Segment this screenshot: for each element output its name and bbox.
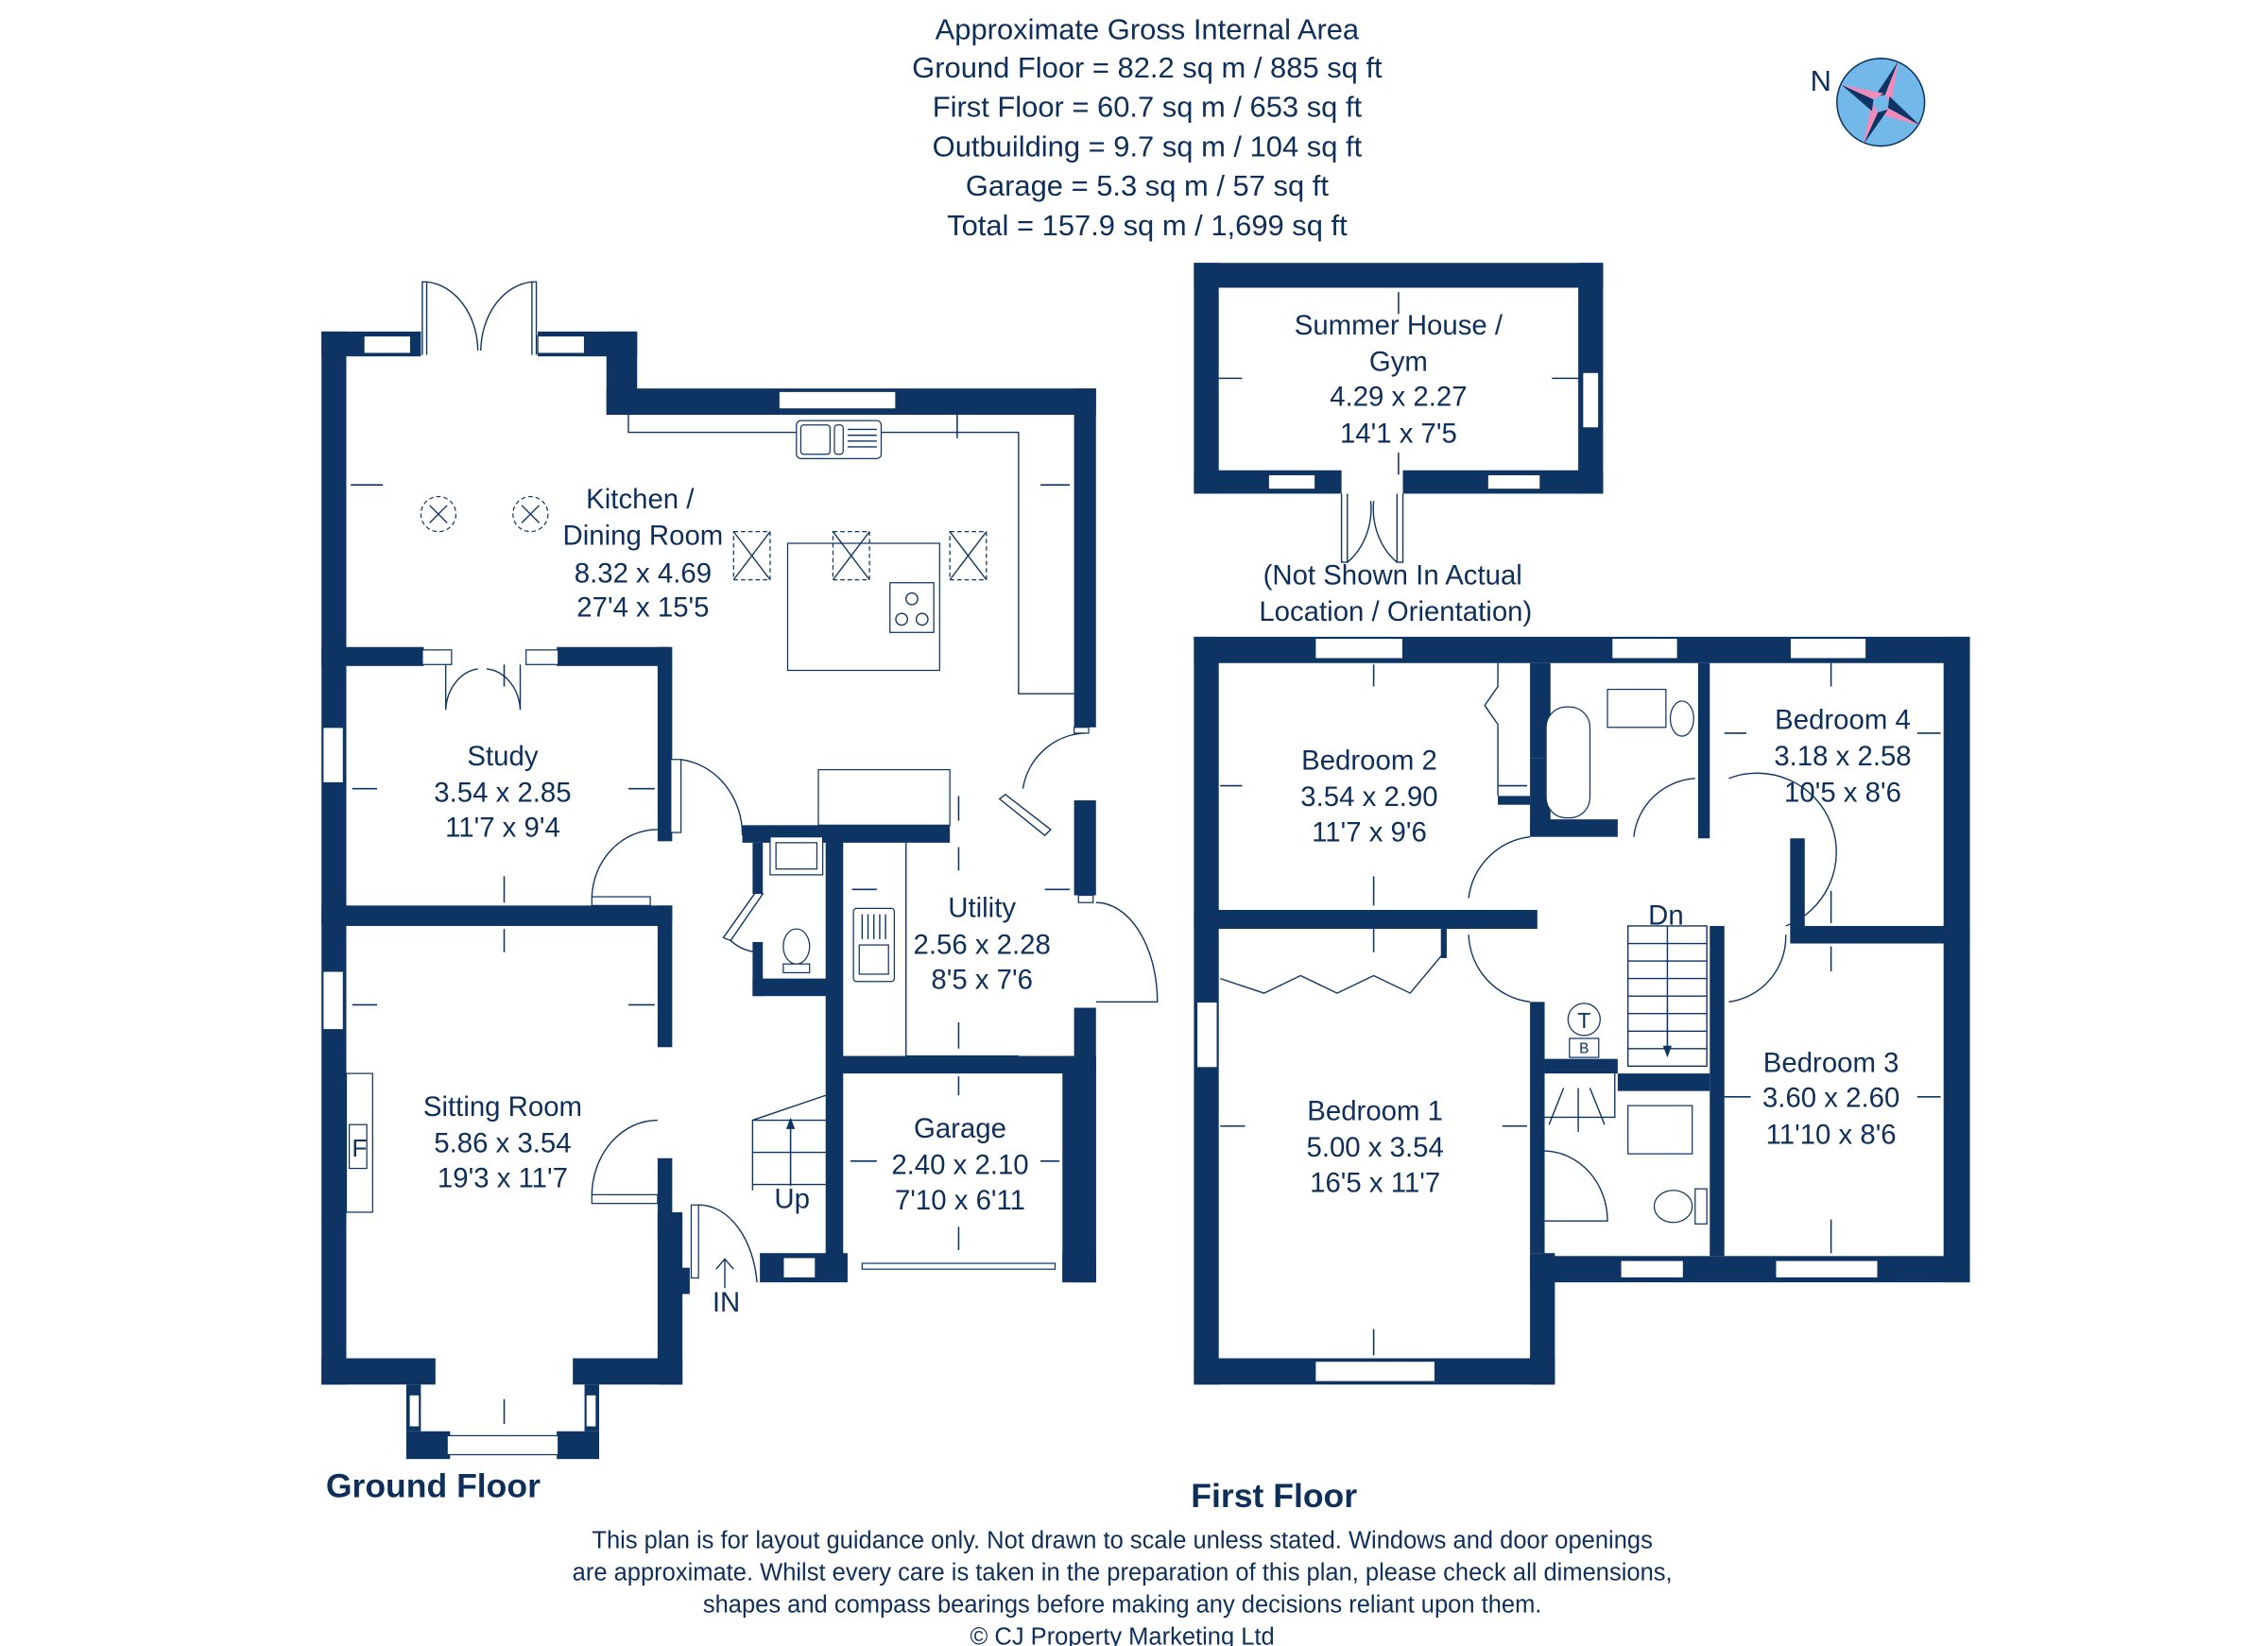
disclaimer-line2: are approximate. Whilst every care is ta… [573,1559,1673,1586]
study-name: Study [467,741,538,772]
sitting-room-name: Sitting Room [423,1091,582,1123]
ceiling-light-icon [420,495,988,581]
bedroom3-name: Bedroom 3 [1763,1048,1899,1079]
bedroom2-imperial: 11'7 x 9'6 [1312,816,1427,848]
compass-rose-icon [1836,58,1926,147]
dimension-arrows [1220,662,1941,1356]
utility-imperial: 8'5 x 7'6 [931,964,1033,995]
boiler-label: B [1579,1040,1589,1056]
bedroom1-metric: 5.00 x 3.54 [1306,1132,1443,1163]
kitchen-name-line1: Kitchen / [586,484,695,515]
outbuilding-name-line1: Summer House / [1295,310,1503,341]
fireplace-label: F [352,1134,367,1162]
utility-metric: 2.56 x 2.28 [914,929,1051,960]
outbuilding-imperial: 14'1 x 7'5 [1340,418,1457,449]
sitting-room-metric: 5.86 x 3.54 [434,1128,571,1159]
kitchen-name-line2: Dining Room [563,521,724,552]
study-metric: 3.54 x 2.85 [434,778,571,809]
garage-metric: 2.40 x 2.10 [891,1150,1028,1181]
stairs-down-label: Dn [1648,900,1684,931]
kitchen-imperial: 27'4 x 15'5 [576,592,709,623]
dimension-arrows [351,411,1070,1425]
area-first-floor: First Floor = 60.7 sq m / 653 sq ft [933,91,1363,124]
garage-imperial: 7'10 x 6'11 [895,1185,1025,1216]
outbuilding-metric: 4.29 x 2.27 [1330,382,1467,413]
tank-label: T [1577,1008,1590,1033]
utility-name: Utility [948,893,1016,924]
ground-floor-title: Ground Floor [326,1466,541,1504]
area-summary: Approximate Gross Internal Area Ground F… [912,13,1383,242]
area-summary-title: Approximate Gross Internal Area [936,13,1360,46]
bedroom1-imperial: 16'5 x 11'7 [1310,1167,1440,1198]
bedroom2-name: Bedroom 2 [1301,746,1437,777]
copyright: © CJ Property Marketing Ltd [971,1623,1275,1646]
sitting-room-imperial: 19'3 x 11'7 [438,1163,568,1194]
disclaimer: This plan is for layout guidance only. N… [573,1527,1673,1646]
entrance-label: IN [713,1287,740,1318]
study-imperial: 11'7 x 9'4 [445,813,560,844]
bedroom3-metric: 3.60 x 2.60 [1762,1083,1899,1114]
garage-name: Garage [914,1113,1006,1144]
outbuilding-plan: Summer House / Gym 4.29 x 2.27 14'1 x 7'… [1194,263,1604,627]
bedroom4-name: Bedroom 4 [1775,704,1911,735]
disclaimer-line3: shapes and compass bearings before makin… [703,1591,1542,1618]
first-floor-plan: Bedroom 2 3.54 x 2.90 11'7 x 9'6 Bedroom… [1191,636,1970,1515]
outbuilding-name-line2: Gym [1369,347,1428,378]
kitchen-metric: 8.32 x 4.69 [575,558,712,590]
disclaimer-line1: This plan is for layout guidance only. N… [592,1527,1652,1553]
ground-floor-plan: Kitchen / Dining Room 8.32 x 4.69 27'4 x… [321,281,1159,1504]
bedroom2-metric: 3.54 x 2.90 [1300,781,1437,813]
first-floor-title: First Floor [1191,1477,1357,1515]
outbuilding-note-line2: Location / Orientation) [1259,596,1532,627]
area-ground-floor: Ground Floor = 82.2 sq m / 885 sq ft [912,51,1383,84]
compass-north-label: N [1811,64,1831,97]
bedroom3-imperial: 11'10 x 8'6 [1766,1119,1897,1150]
area-total: Total = 157.9 sq m / 1,699 sq ft [947,209,1348,242]
compass: N [1811,58,1926,147]
area-garage: Garage = 5.3 sq m / 57 sq ft [966,169,1329,202]
bedroom4-metric: 3.18 x 2.58 [1774,741,1911,772]
stairs-up-label: Up [774,1183,810,1214]
bedroom1-name: Bedroom 1 [1307,1096,1443,1127]
bedroom4-imperial: 10'5 x 8'6 [1784,778,1901,809]
outbuilding-note-line1: (Not Shown In Actual [1263,559,1522,591]
area-outbuilding: Outbuilding = 9.7 sq m / 104 sq ft [933,129,1363,163]
